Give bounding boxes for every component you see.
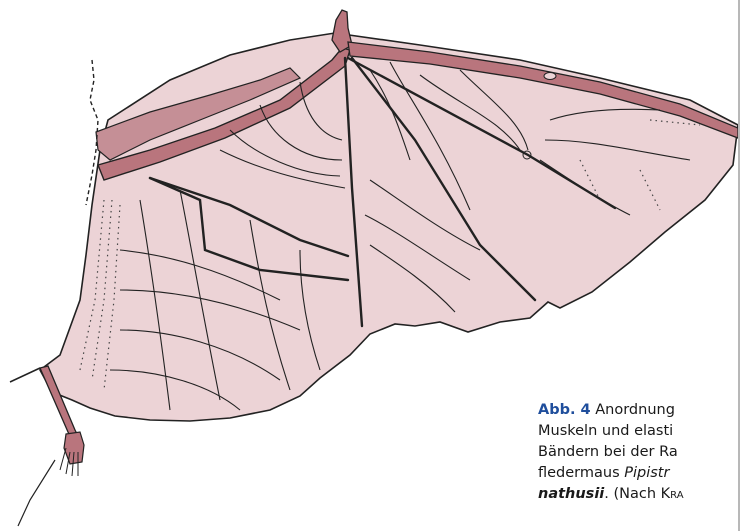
figure-label: Abb. 4 xyxy=(538,402,591,418)
caption-line-3: Bändern bei der Ra xyxy=(538,442,744,463)
tail-line xyxy=(18,460,55,526)
caption-line-1: Anordnung xyxy=(595,402,675,418)
caption-line-4: fledermaus xyxy=(538,465,624,481)
foot xyxy=(64,432,84,464)
finger-joint xyxy=(544,73,556,80)
caption-species: nathusii xyxy=(538,486,604,502)
caption-author: Kra xyxy=(661,486,684,502)
calcar xyxy=(10,368,40,382)
caption-line-2: Muskeln und elasti xyxy=(538,421,744,442)
caption-line-5: . (Nach xyxy=(604,486,660,502)
caption-genus: Pipistr xyxy=(624,465,669,481)
figure-caption: Abb. 4 Anordnung Muskeln und elasti Bänd… xyxy=(538,400,744,505)
